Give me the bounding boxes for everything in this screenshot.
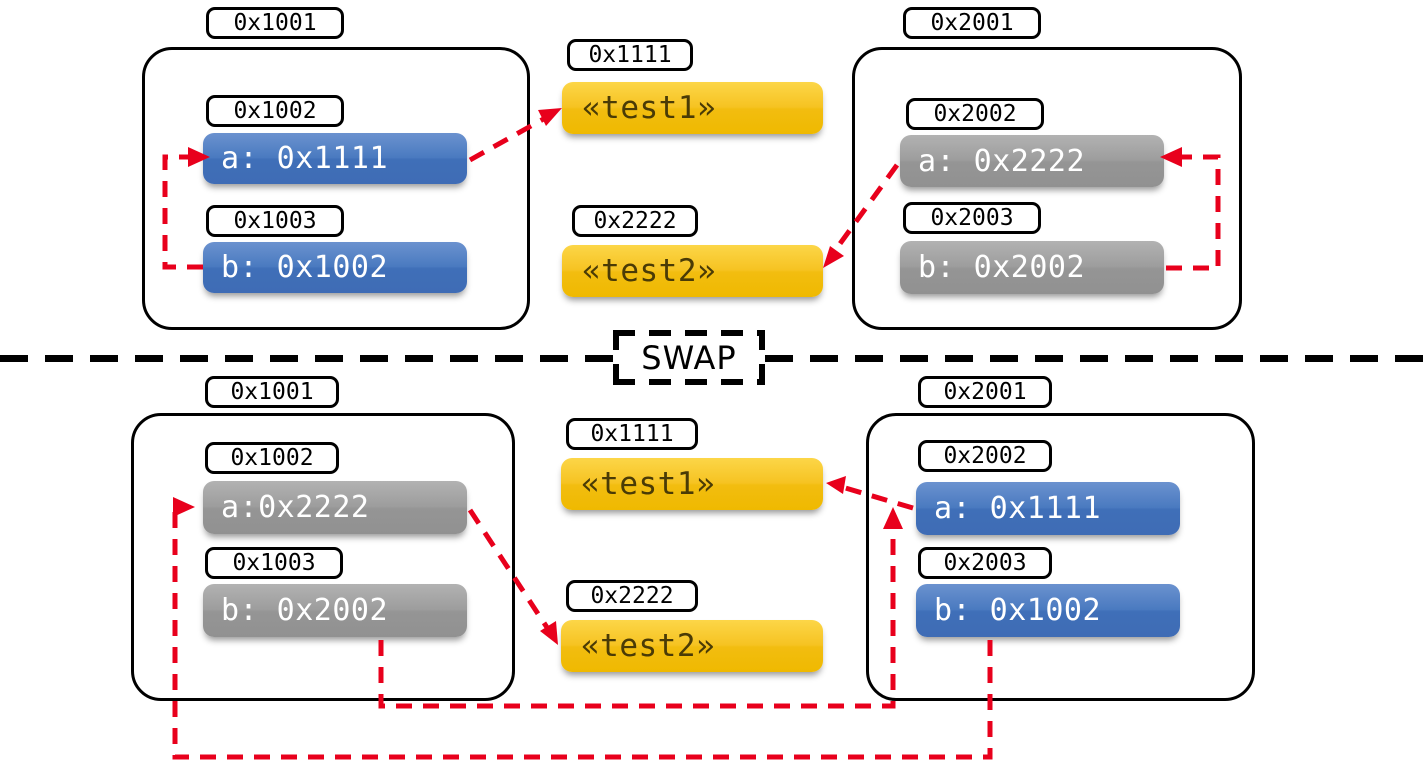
before-left-slot0-value: a: 0x1111 (203, 133, 467, 184)
before-right-region-address: 0x2001 (903, 7, 1041, 39)
swap-box-border-right (759, 330, 765, 385)
swap-box-border-top (613, 330, 765, 336)
after-left-slot1-address: 0x1003 (205, 547, 343, 579)
before-right-slot0-address: 0x2002 (906, 98, 1044, 130)
before-heap1-address: 0x2222 (572, 205, 698, 237)
before-left-slot1-address: 0x1003 (206, 205, 344, 237)
swap-label: SWAP (641, 338, 737, 377)
after-left-slot1-value: b: 0x2002 (203, 584, 467, 637)
before-left-slot1-value: b: 0x1002 (203, 242, 467, 293)
after-heap1-value: «test2» (561, 620, 823, 672)
after-right-slot1-value: b: 0x1002 (916, 584, 1180, 637)
before-left-region-address: 0x1001 (206, 7, 344, 39)
after-heap0-value: «test1» (561, 458, 823, 510)
after-left-slot0-value: a:0x2222 (203, 481, 467, 534)
before-heap1-value: «test2» (562, 245, 823, 297)
swap-box-border-left (613, 330, 619, 385)
after-right-slot0-value: a: 0x1111 (916, 482, 1180, 535)
after-left-region-address: 0x1001 (205, 376, 339, 408)
before-heap0-address: 0x1111 (567, 39, 693, 71)
after-right-region-address: 0x2001 (918, 376, 1052, 408)
swap-box-border-bottom (613, 379, 765, 385)
swap-label-box: SWAP (613, 330, 765, 385)
after-heap1-address: 0x2222 (566, 580, 698, 612)
after-right-slot0-address: 0x2002 (918, 440, 1052, 472)
before-left-slot0-address: 0x1002 (206, 95, 344, 127)
after-heap0-address: 0x1111 (566, 418, 698, 450)
before-right-slot0-value: a: 0x2222 (900, 135, 1164, 187)
before-heap0-value: «test1» (562, 82, 823, 134)
after-right-slot1-address: 0x2003 (918, 547, 1052, 579)
before-right-slot1-value: b: 0x2002 (900, 241, 1164, 294)
before-right-slot1-address: 0x2003 (903, 202, 1041, 234)
after-left-slot0-address: 0x1002 (205, 442, 339, 474)
